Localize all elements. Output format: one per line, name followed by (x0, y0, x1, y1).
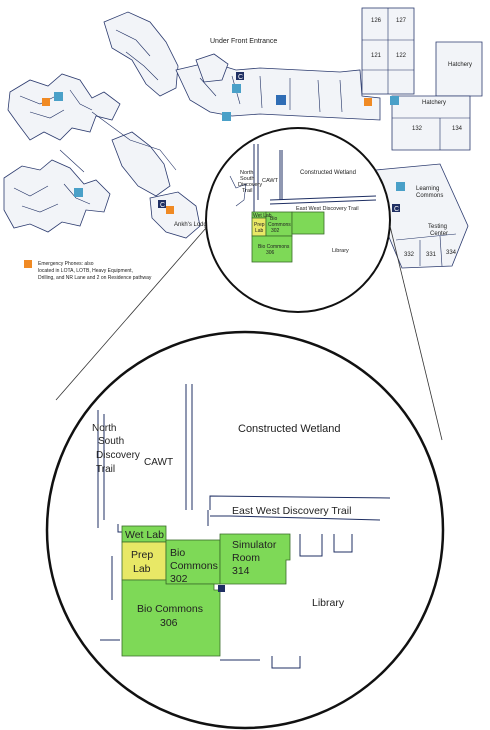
emergency-phone-icon (166, 206, 174, 214)
svg-text:C: C (238, 74, 243, 81)
small-ns-line1: North (240, 170, 253, 176)
room-121-label: 121 (371, 53, 382, 59)
hatchery-right-label: Hatchery (422, 100, 446, 106)
small-wet-lab-label: Wet Lab (253, 213, 272, 219)
restroom-icon (396, 182, 405, 191)
restroom-icon (74, 188, 83, 197)
small-bio306-line1: Bio Commons (258, 244, 290, 250)
overview-map: 126 127 121 122 Hatchery Hatchery 132 13… (3, 7, 483, 441)
simulator-room-314[interactable] (219, 533, 291, 585)
room-134-top-label: 134 (452, 126, 463, 132)
small-bio306-line2: 306 (266, 250, 275, 256)
testing-center-line1: Testing (428, 224, 447, 230)
learning-commons-line1: Learning (416, 186, 439, 192)
bio302-line2: Commons (170, 560, 218, 572)
emergency-phone-icons (42, 98, 372, 214)
zoom-circle (45, 330, 445, 730)
small-bio-commons-306 (251, 235, 293, 263)
legend-line2: located in LOTA, LOTB, Heavy Equipment, (38, 268, 133, 274)
legend-line1: Emergency Phones: also (38, 261, 94, 267)
svg-text:C: C (394, 206, 399, 213)
small-prep-line2: Lab (255, 228, 264, 234)
restroom-icons (54, 84, 405, 197)
ns-trail-line1: North (92, 423, 116, 434)
small-bio302-line3: 302 (271, 228, 280, 234)
svg-text:C: C (160, 202, 165, 209)
bio302-line1: Bio (170, 547, 185, 559)
small-simulator-room (291, 211, 325, 235)
central-spine-building (175, 53, 381, 121)
ns-trail-line3: Discovery (96, 450, 140, 461)
ankhs-lodge-label: Ankh's Lodge (174, 222, 211, 228)
prep-lab-room[interactable] (121, 541, 167, 581)
small-ns-line3: Discovery (238, 182, 262, 188)
emergency-phone-icon (24, 260, 32, 268)
room-126-label: 126 (371, 18, 382, 24)
accessibility-icon (276, 95, 286, 105)
ns-trail-line4: Trail (96, 464, 115, 475)
room-334-label: 334 (446, 250, 457, 256)
restroom-icon (54, 92, 63, 101)
library-label: Library (312, 597, 345, 609)
small-zoom-circle: North South Discovery Trail CAWT Constru… (205, 127, 391, 313)
testing-center-line2: Center (430, 231, 448, 237)
small-bio302-line2: Commons (268, 222, 291, 228)
left-wing-buildings (3, 11, 201, 239)
under-front-entrance-label: Under Front Entrance (210, 38, 277, 45)
small-bio302-line1: Bio (270, 216, 277, 222)
c-badges: C C C (158, 72, 400, 213)
emergency-legend: Emergency Phones: also located in LOTA, … (24, 260, 152, 281)
ew-trail-label: East West Discovery Trail (232, 505, 351, 517)
restroom-icon (390, 96, 399, 105)
bio-commons-306-room[interactable] (121, 579, 221, 657)
c-badge-icon (392, 204, 400, 212)
small-ns-line4: Trail (242, 188, 253, 194)
c-badge-icon (236, 72, 244, 80)
small-ew-trail: East West Discovery Trail (296, 206, 359, 212)
room-122-label: 122 (396, 53, 407, 59)
learning-commons-line2: Commons (416, 193, 443, 199)
room-132-top-label: 132 (412, 126, 423, 132)
legend-line3: Drilling, and NR Lane and 2 on Residence… (38, 275, 152, 281)
bio306-line2: 306 (160, 617, 178, 629)
emergency-phone-icon (364, 98, 372, 106)
prep-lab-line1: Prep (131, 549, 153, 561)
restroom-icon (232, 84, 241, 93)
restroom-icon (222, 112, 231, 121)
wet-lab-label: Wet Lab (125, 529, 164, 541)
hatchery-top-label: Hatchery (448, 62, 472, 68)
small-prep-line1: Prep (254, 222, 265, 228)
zoom-connector-left (55, 227, 207, 401)
room-331-label: 331 (426, 252, 437, 258)
right-top-rooms: 126 127 121 122 Hatchery Hatchery 132 13… (361, 7, 483, 151)
small-library-label: Library (332, 248, 349, 254)
bio306-line1: Bio Commons (137, 603, 203, 615)
simulator-line1: Simulator (232, 539, 277, 551)
room-332-label: 332 (404, 252, 415, 258)
prep-lab-line2: Lab (133, 563, 151, 575)
emergency-phone-icon (42, 98, 50, 106)
simulator-line2: Room (232, 552, 260, 564)
simulator-line3: 314 (232, 565, 250, 577)
small-constructed-wetland: Constructed Wetland (300, 170, 356, 176)
zoom-connector-right (389, 225, 443, 441)
elevator-icon (218, 585, 225, 592)
cawt-label: CAWT (144, 457, 173, 468)
room-127-label: 127 (396, 18, 407, 24)
small-cawt-label: CAWT (262, 178, 279, 184)
c-badge-icon (158, 200, 166, 208)
small-ns-line2: South (240, 176, 254, 182)
zoom-detail: North South Discovery Trail CAWT Constru… (45, 330, 445, 730)
bio302-line3: 302 (170, 573, 188, 585)
ns-trail-line2: South (98, 436, 124, 447)
constructed-wetland-label: Constructed Wetland (238, 423, 341, 435)
